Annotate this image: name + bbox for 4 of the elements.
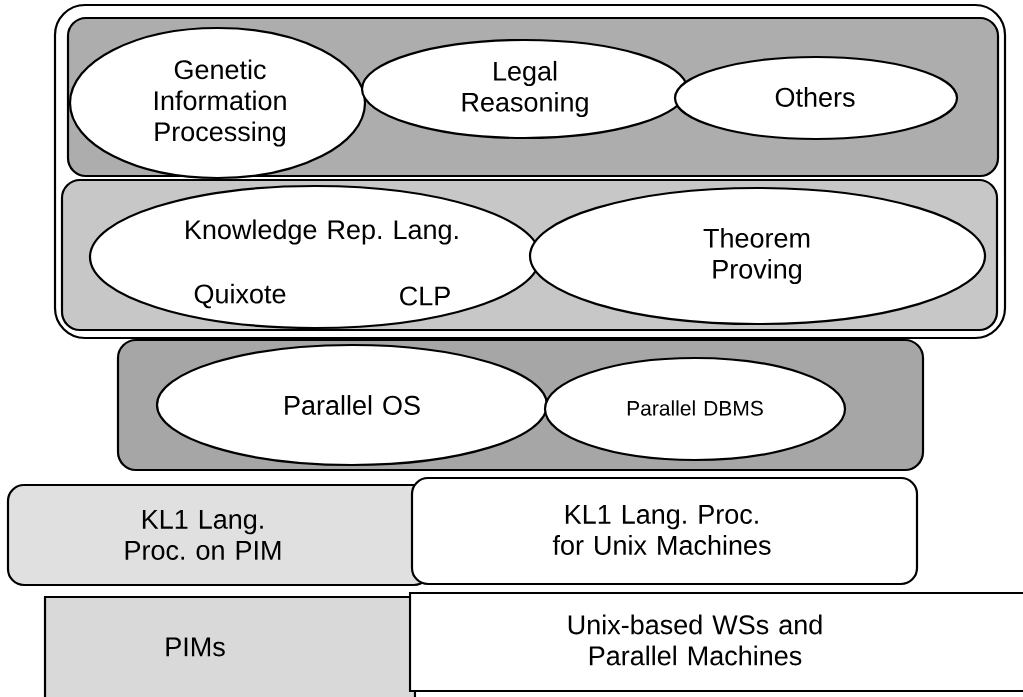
layer-box: PIMs xyxy=(43,595,417,697)
layer-box: Unix-based WSs and Parallel Machines xyxy=(408,591,1023,693)
layer-box: KL1 Lang. Proc. for Unix Machines xyxy=(410,476,919,586)
layer-box: KL1 Lang. Proc. on PIM xyxy=(6,483,432,587)
